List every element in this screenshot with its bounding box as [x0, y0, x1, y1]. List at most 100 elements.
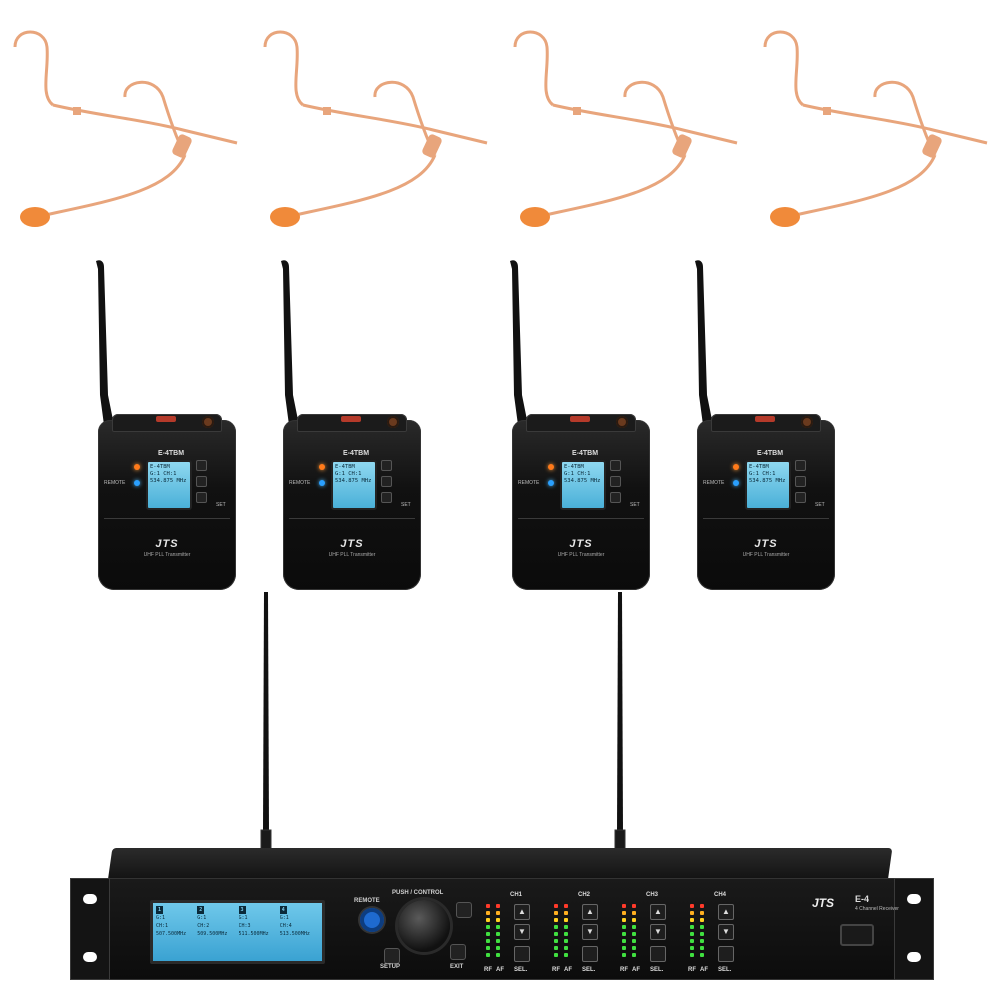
lcd-line: 534.875 MHz: [150, 478, 187, 484]
power-led: [319, 464, 325, 470]
rf-label: RF: [620, 967, 628, 973]
remote-label: REMOTE: [104, 480, 126, 486]
channel-up-button[interactable]: ▲: [718, 904, 734, 920]
channel-up-button[interactable]: ▲: [650, 904, 666, 920]
power-led: [548, 464, 554, 470]
af-meter: [632, 904, 636, 962]
lcd-ch: CH:3: [238, 923, 251, 929]
receiver-top-cover: [107, 848, 893, 882]
control-knob[interactable]: [398, 900, 450, 952]
transmitter-antenna: [281, 260, 299, 425]
af-label: AF: [496, 967, 504, 973]
lcd-num: 4: [279, 906, 287, 914]
power-switch[interactable]: [840, 924, 874, 946]
channel-down-button[interactable]: ▼: [582, 924, 598, 940]
down-button[interactable]: [795, 476, 806, 487]
channel-select-button[interactable]: [582, 946, 598, 962]
lcd-group: G:1: [156, 915, 166, 921]
set-label: SET: [630, 502, 640, 508]
lcd-group: G:1: [197, 915, 207, 921]
transmitter-antenna: [695, 260, 713, 425]
headset-microphone-2: [255, 25, 495, 235]
transmitter-subtitle: UHF PLL Transmitter: [143, 552, 191, 558]
headset-boom-arm: [44, 154, 187, 217]
lcd-group: G:1: [279, 915, 289, 921]
down-button[interactable]: [610, 476, 621, 487]
lcd-line: G:1 CH:1: [150, 471, 177, 477]
set-button[interactable]: [196, 492, 207, 503]
lcd-line: G:1 CH:1: [749, 471, 776, 477]
lcd-line: E-4TBM: [335, 464, 355, 470]
mute-switch[interactable]: [570, 416, 590, 422]
lcd-freq: 511.500MHz: [238, 931, 269, 937]
set-button[interactable]: [610, 492, 621, 503]
up-button[interactable]: [381, 460, 392, 471]
rf-label: RF: [552, 967, 560, 973]
up-button[interactable]: [795, 460, 806, 471]
sel-label: SEL.: [514, 967, 528, 973]
exit-label: EXIT: [450, 964, 464, 970]
mic-input-jack[interactable]: [801, 416, 813, 428]
rf-label: RF: [688, 967, 696, 973]
remote-port[interactable]: [360, 908, 384, 932]
mute-switch[interactable]: [341, 416, 361, 422]
channel-up-button[interactable]: ▲: [514, 904, 530, 920]
channel-up-button[interactable]: ▲: [582, 904, 598, 920]
set-button[interactable]: [795, 492, 806, 503]
rack-ear-left: [70, 878, 110, 980]
transmitter-model: E-4TBM: [757, 450, 784, 457]
lcd-line: G:1 CH:1: [335, 471, 362, 477]
lcd-line: E-4TBM: [749, 464, 769, 470]
headset-foam-capsule: [520, 207, 550, 227]
transmitter-model: E-4TBM: [572, 450, 599, 457]
sel-label: SEL.: [718, 967, 732, 973]
setup-button[interactable]: [384, 948, 400, 964]
mic-input-jack[interactable]: [616, 416, 628, 428]
channel-select-button[interactable]: [514, 946, 530, 962]
up-button[interactable]: [196, 460, 207, 471]
channel-select-button[interactable]: [718, 946, 734, 962]
rf-meter: [554, 904, 558, 962]
set-button[interactable]: [381, 492, 392, 503]
menu-button[interactable]: [456, 902, 472, 918]
headset-foam-capsule: [270, 207, 300, 227]
mic-input-jack[interactable]: [202, 416, 214, 428]
transmitter-subtitle: UHF PLL Transmitter: [328, 552, 376, 558]
af-meter: [700, 904, 704, 962]
channel-down-button[interactable]: ▼: [718, 924, 734, 940]
remote-label: REMOTE: [354, 898, 380, 904]
down-button[interactable]: [381, 476, 392, 487]
remote-label: REMOTE: [518, 480, 540, 486]
headset-foam-capsule: [20, 207, 50, 227]
up-button[interactable]: [610, 460, 621, 471]
channel-strip-1: CH1 ▲ ▼ RF AF SEL.: [480, 892, 550, 976]
lcd-line: G:1 CH:1: [564, 471, 591, 477]
lcd-freq: 513.500MHz: [279, 931, 310, 937]
exit-button[interactable]: [450, 944, 466, 960]
headset-ear-loop-left: [263, 30, 305, 107]
channel-down-button[interactable]: ▼: [650, 924, 666, 940]
lcd-num: 1: [156, 906, 164, 914]
down-button[interactable]: [196, 476, 207, 487]
rf-meter: [486, 904, 490, 962]
mic-input-jack[interactable]: [387, 416, 399, 428]
channel-down-button[interactable]: ▼: [514, 924, 530, 940]
mute-switch[interactable]: [755, 416, 775, 422]
rf-label: RF: [484, 967, 492, 973]
rf-meter: [690, 904, 694, 962]
channel-select-button[interactable]: [650, 946, 666, 962]
lcd-num: 3: [238, 906, 246, 914]
headset-band: [52, 103, 238, 145]
power-led: [733, 464, 739, 470]
headset-boom-arm: [544, 154, 687, 217]
mute-switch[interactable]: [156, 416, 176, 422]
lcd-freq: 509.500MHz: [197, 931, 228, 937]
receiver-subtitle: 4 Channel Receiver: [855, 906, 899, 912]
setup-label: SETUP: [380, 964, 401, 970]
